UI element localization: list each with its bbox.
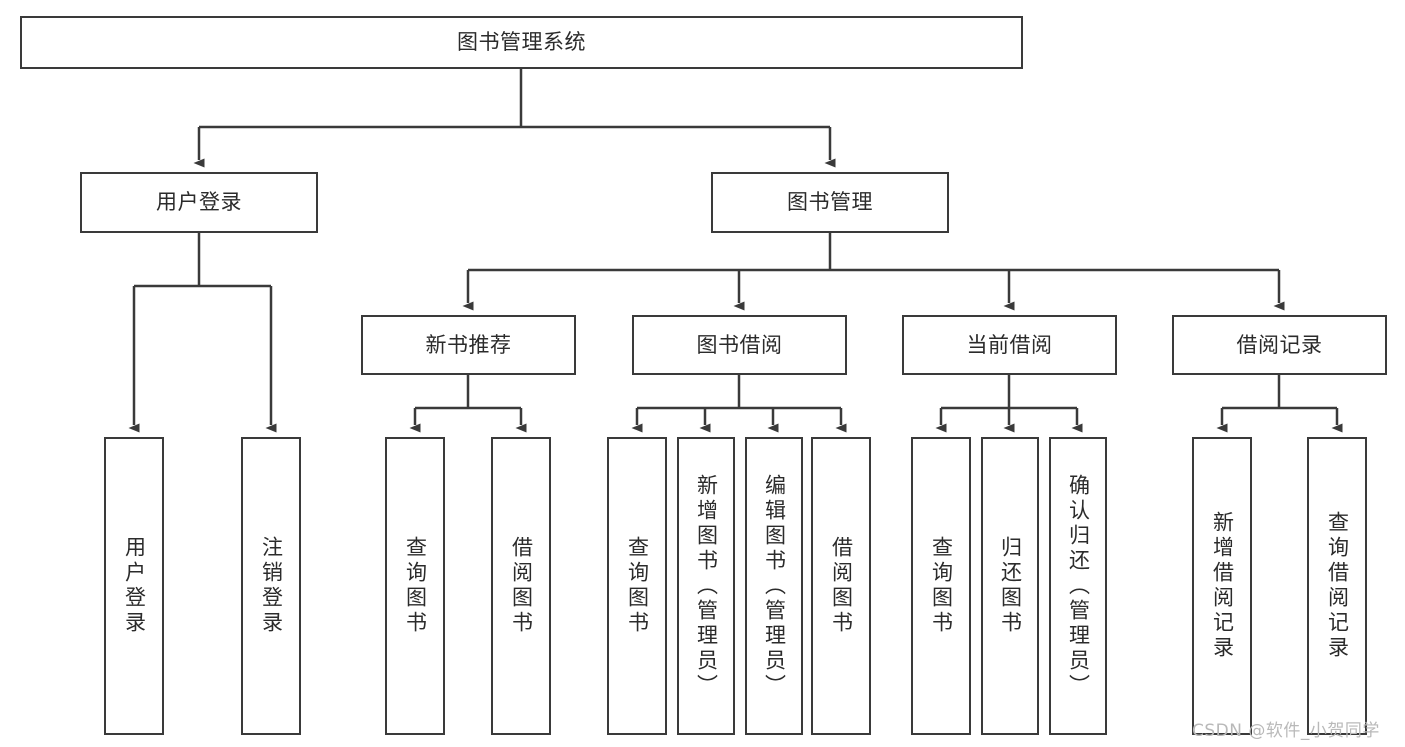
node-leaf-user-logout[interactable]: 注销登录 [241, 437, 301, 735]
node-root[interactable]: 图书管理系统 [20, 16, 1023, 69]
node-leaf-query-book-1[interactable]: 查询图书 [385, 437, 445, 735]
node-book-management[interactable]: 图书管理 [711, 172, 949, 233]
node-leaf-add-record-label: 新增借阅记录 [1210, 511, 1235, 661]
node-leaf-query-book-1-label: 查询图书 [403, 536, 428, 636]
node-book-borrow[interactable]: 图书借阅 [632, 315, 847, 375]
node-leaf-query-record-label: 查询借阅记录 [1325, 511, 1350, 661]
node-leaf-user-logout-label: 注销登录 [259, 536, 284, 636]
node-leaf-confirm-return[interactable]: 确认归还（管理员） [1049, 437, 1107, 735]
node-leaf-return-book[interactable]: 归还图书 [981, 437, 1039, 735]
node-leaf-user-login-label: 用户登录 [122, 536, 147, 636]
node-leaf-add-record[interactable]: 新增借阅记录 [1192, 437, 1252, 735]
node-leaf-edit-book-label: 编辑图书（管理员） [762, 473, 787, 699]
node-user-login-label: 用户登录 [156, 190, 242, 215]
node-leaf-borrow-book-1-label: 借阅图书 [509, 536, 534, 636]
node-leaf-query-book-2-label: 查询图书 [625, 536, 650, 636]
node-leaf-query-book-3[interactable]: 查询图书 [911, 437, 971, 735]
node-leaf-query-book-2[interactable]: 查询图书 [607, 437, 667, 735]
node-root-label: 图书管理系统 [457, 30, 586, 55]
node-leaf-user-login[interactable]: 用户登录 [104, 437, 164, 735]
node-leaf-return-book-label: 归还图书 [998, 536, 1023, 636]
node-current-borrow-label: 当前借阅 [966, 332, 1053, 357]
node-leaf-confirm-return-label: 确认归还（管理员） [1066, 473, 1091, 699]
node-leaf-edit-book[interactable]: 编辑图书（管理员） [745, 437, 803, 735]
node-book-borrow-label: 图书借阅 [696, 332, 783, 357]
node-leaf-query-book-3-label: 查询图书 [929, 536, 954, 636]
node-book-management-label: 图书管理 [787, 190, 873, 215]
node-new-book-recommend-label: 新书推荐 [425, 332, 512, 357]
node-leaf-add-book[interactable]: 新增图书（管理员） [677, 437, 735, 735]
node-current-borrow[interactable]: 当前借阅 [902, 315, 1117, 375]
node-leaf-query-record[interactable]: 查询借阅记录 [1307, 437, 1367, 735]
node-leaf-borrow-book-1[interactable]: 借阅图书 [491, 437, 551, 735]
node-leaf-borrow-book-2-label: 借阅图书 [829, 536, 854, 636]
node-borrow-record-label: 借阅记录 [1236, 332, 1323, 357]
node-leaf-add-book-label: 新增图书（管理员） [694, 473, 719, 699]
node-leaf-borrow-book-2[interactable]: 借阅图书 [811, 437, 871, 735]
node-user-login[interactable]: 用户登录 [80, 172, 318, 233]
node-borrow-record[interactable]: 借阅记录 [1172, 315, 1387, 375]
node-new-book-recommend[interactable]: 新书推荐 [361, 315, 576, 375]
